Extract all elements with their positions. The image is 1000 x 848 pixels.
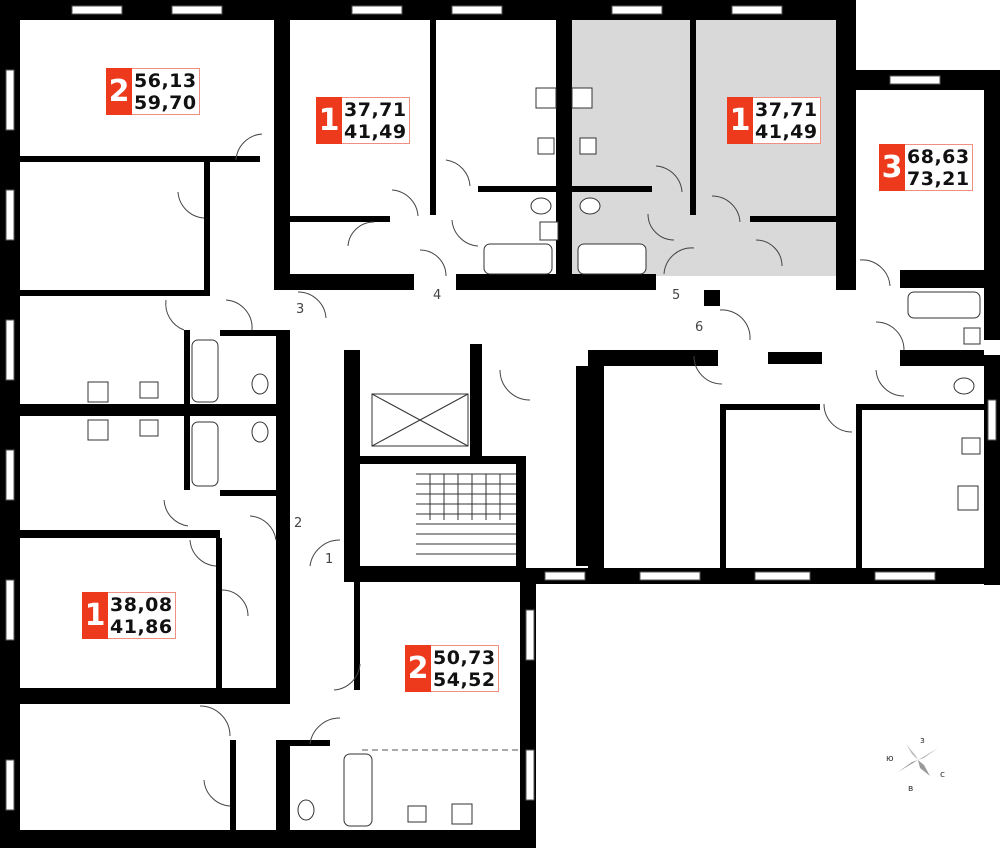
room-count: 3	[879, 144, 905, 191]
area-total: 41,86	[110, 616, 173, 638]
interior-walls	[20, 20, 984, 848]
windows	[5, 5, 997, 811]
area-total: 54,52	[433, 669, 496, 691]
area-total: 41,49	[755, 121, 818, 143]
stair-and-elevator	[371, 393, 516, 555]
door-number: 6	[695, 320, 704, 335]
door-number: 5	[672, 288, 681, 303]
area-living: 37,71	[344, 99, 407, 121]
room-count: 2	[106, 68, 132, 115]
compass-west: ю	[886, 754, 894, 764]
door-number: 1	[325, 552, 334, 567]
area-living: 56,13	[134, 70, 197, 92]
doors	[163, 133, 905, 807]
area-total: 41,49	[344, 121, 407, 143]
area-total: 59,70	[134, 92, 197, 114]
compass-east: с	[940, 770, 945, 780]
room-count: 1	[82, 592, 108, 639]
door-number: 4	[433, 288, 442, 303]
fixtures	[87, 87, 981, 827]
area-living: 37,71	[755, 99, 818, 121]
area-living: 38,08	[110, 594, 173, 616]
area-living: 50,73	[433, 647, 496, 669]
door-number: 2	[294, 516, 303, 531]
compass-north: з	[920, 736, 925, 746]
room-count: 1	[727, 97, 753, 144]
compass: з ю с в	[884, 736, 954, 800]
selected-apartment-fill	[572, 20, 840, 276]
room-count: 1	[316, 97, 342, 144]
area-total: 73,21	[907, 168, 970, 190]
compass-rose-icon	[898, 744, 938, 776]
room-count: 2	[405, 645, 431, 692]
area-living: 68,63	[907, 146, 970, 168]
door-number: 3	[296, 302, 305, 317]
compass-south: в	[908, 784, 914, 794]
